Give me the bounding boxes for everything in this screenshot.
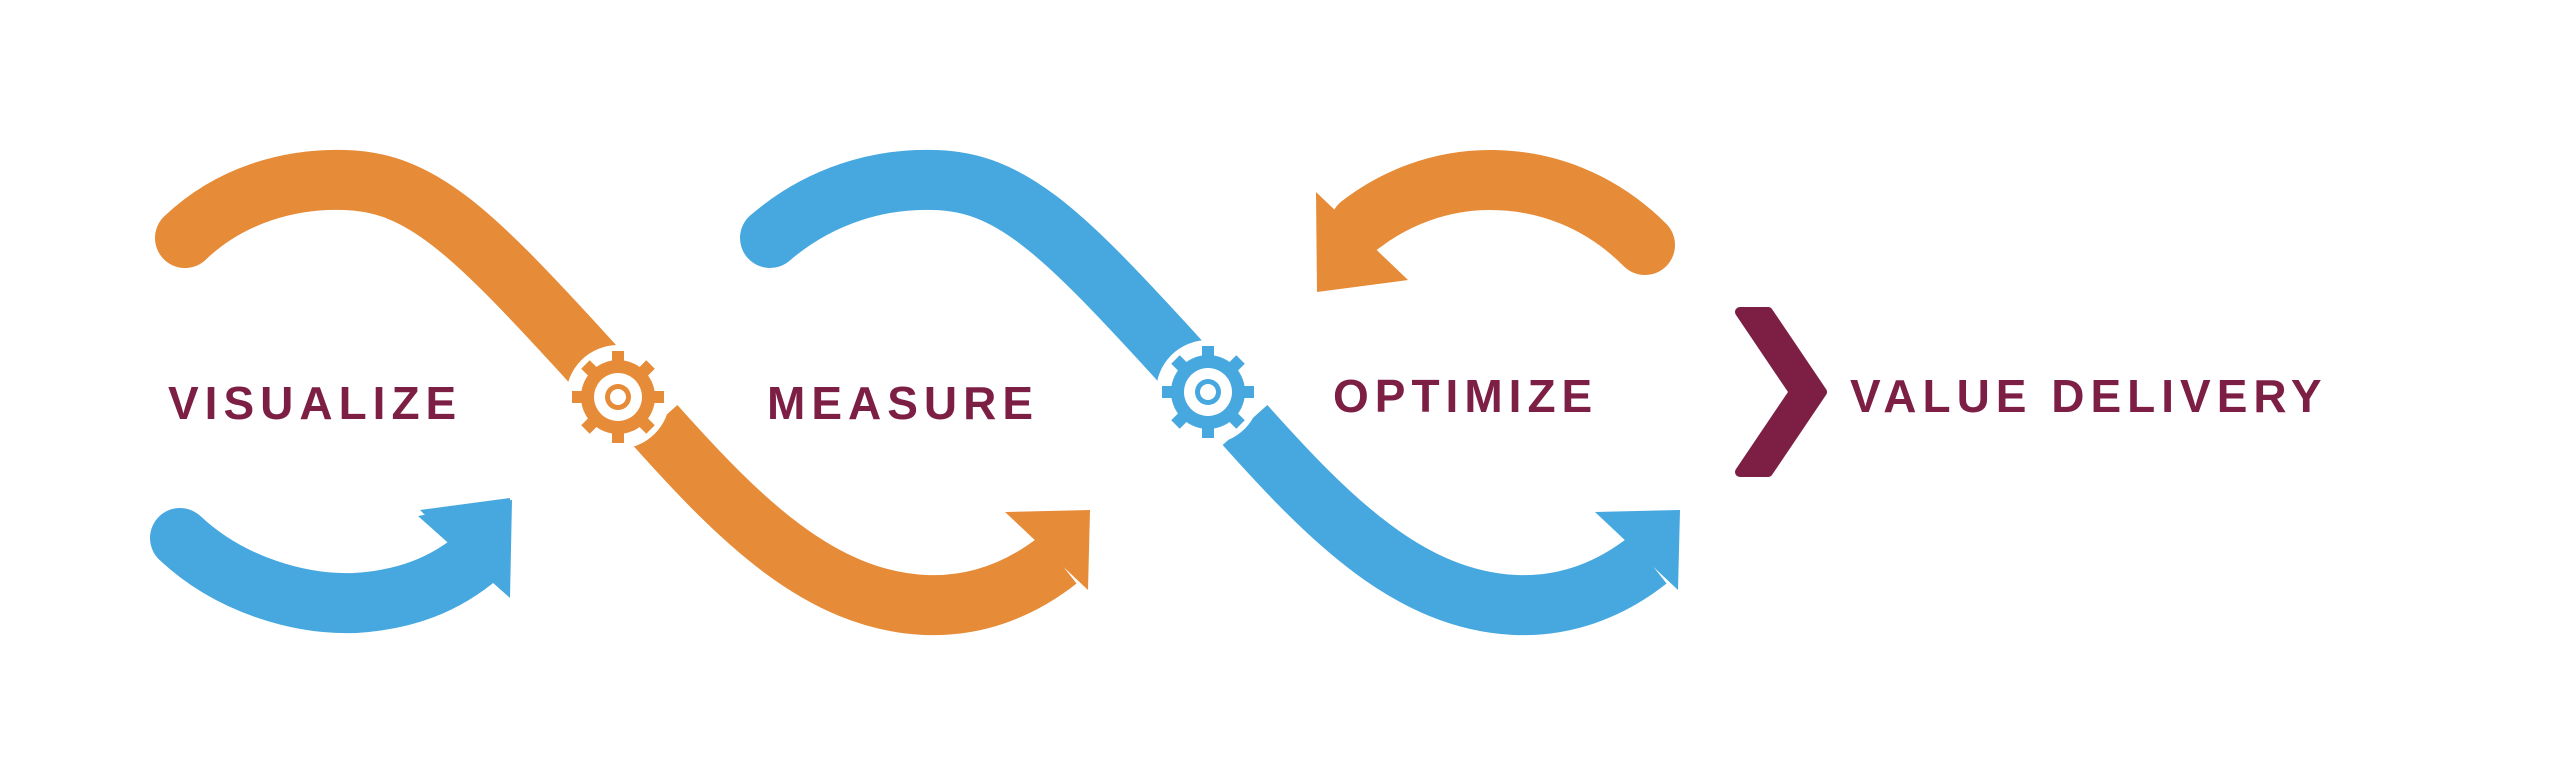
orange-curve-measure-bottom [632, 404, 1077, 636]
measure-label: MEASURE [767, 377, 1039, 429]
blue-curve-measure-top [740, 149, 1220, 402]
blue-arrowhead-1-tip [418, 500, 512, 598]
blue-curve-visualize-bottom [150, 508, 510, 634]
orange-arrowhead-optimize [1316, 192, 1408, 292]
orange-curve-visualize-top [155, 149, 630, 402]
gear-icon [1156, 340, 1260, 444]
value-delivery-label: VALUE DELIVERY [1850, 370, 2328, 422]
orange-curve-optimize-top [1330, 149, 1675, 275]
blue-arrowhead-optimize [1595, 510, 1680, 590]
optimize-label: OPTIMIZE [1333, 370, 1598, 422]
blue-curve-optimize-bottom [1222, 404, 1667, 636]
orange-arrowhead-measure [1005, 510, 1090, 590]
chevron-right-icon [1735, 307, 1827, 477]
visualize-label: VISUALIZE [168, 377, 462, 429]
gear-icon [566, 345, 670, 449]
